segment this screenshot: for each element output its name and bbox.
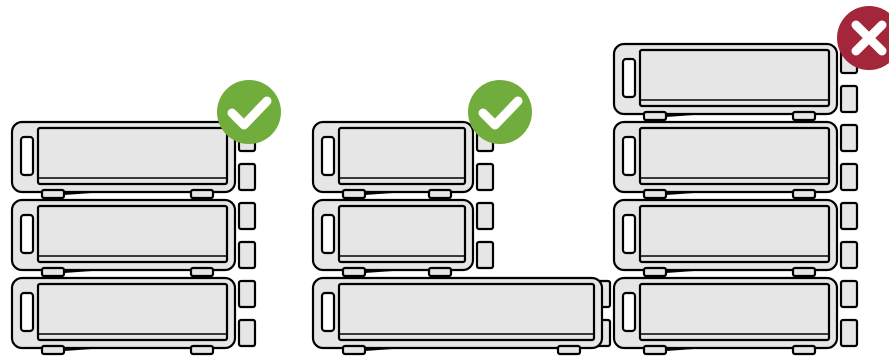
handle-slot: [320, 135, 336, 177]
front-panel: [638, 48, 831, 108]
stack-1-correct: [10, 120, 257, 356]
stack-3-incorrect: [612, 42, 859, 356]
check-icon: [468, 80, 532, 144]
handle-slot: [320, 291, 336, 333]
rear-connector: [237, 240, 257, 270]
rear-connector: [839, 279, 859, 309]
handle-slot: [621, 213, 637, 255]
tilt-stand: [364, 269, 394, 273]
foot: [642, 344, 668, 356]
check-mark: [227, 96, 272, 130]
foot: [40, 344, 66, 356]
foot: [189, 266, 215, 278]
foot: [642, 188, 668, 200]
check-icon-background: [468, 80, 532, 144]
handle-slot: [19, 291, 35, 333]
rear-connector: [839, 84, 859, 114]
instrument-unit: [612, 198, 859, 278]
foot: [791, 188, 817, 200]
rear-connector: [475, 201, 495, 231]
tilt-stand: [63, 347, 93, 351]
handle-slot: [320, 213, 336, 255]
foot: [341, 266, 367, 278]
rear-connector: [237, 318, 257, 348]
foot: [427, 188, 453, 200]
front-panel: [337, 204, 467, 264]
check-icon-background: [217, 80, 281, 144]
instrument-unit: [311, 198, 495, 278]
foot: [791, 110, 817, 122]
front-panel: [337, 282, 596, 342]
rear-connector: [475, 240, 495, 270]
front-panel: [638, 126, 831, 186]
rear-connector: [475, 162, 495, 192]
tilt-stand: [63, 191, 93, 195]
foot: [40, 266, 66, 278]
cross-mark: [851, 20, 887, 56]
instrument-unit: [311, 276, 612, 356]
tilt-stand: [63, 269, 93, 273]
rear-connector: [839, 318, 859, 348]
instrument-unit: [311, 120, 495, 200]
foot: [556, 344, 582, 356]
tilt-stand: [665, 113, 695, 117]
front-panel: [36, 282, 229, 342]
foot: [189, 344, 215, 356]
foot: [341, 344, 367, 356]
front-panel: [638, 282, 831, 342]
rear-connector: [839, 123, 859, 153]
front-panel: [337, 126, 467, 186]
tilt-stand: [665, 347, 695, 351]
front-panel: [638, 204, 831, 264]
rear-connector: [839, 162, 859, 192]
foot: [791, 344, 817, 356]
foot: [40, 188, 66, 200]
handle-slot: [621, 291, 637, 333]
instrument-unit: [10, 198, 257, 278]
handle-slot: [621, 57, 637, 99]
rear-connector: [237, 279, 257, 309]
instrument-unit: [612, 120, 859, 200]
handle-slot: [621, 135, 637, 177]
foot: [642, 266, 668, 278]
rear-connector: [237, 162, 257, 192]
instrument-unit: [10, 120, 257, 200]
rear-connector: [237, 201, 257, 231]
rear-connector: [839, 240, 859, 270]
instrument-unit: [612, 276, 859, 356]
handle-slot: [19, 135, 35, 177]
front-panel: [36, 126, 229, 186]
tilt-stand: [364, 347, 394, 351]
check-mark: [478, 96, 523, 130]
tilt-stand: [665, 269, 695, 273]
tilt-stand: [364, 191, 394, 195]
foot: [427, 266, 453, 278]
foot: [642, 110, 668, 122]
foot: [341, 188, 367, 200]
handle-slot: [19, 213, 35, 255]
front-panel: [36, 204, 229, 264]
foot: [791, 266, 817, 278]
tilt-stand: [665, 191, 695, 195]
check-icon: [217, 80, 281, 144]
foot: [189, 188, 215, 200]
stack-2-correct: [311, 120, 612, 356]
instrument-unit: [10, 276, 257, 356]
rear-connector: [839, 201, 859, 231]
instrument-unit: [612, 42, 859, 122]
cross-icon: [837, 6, 889, 70]
